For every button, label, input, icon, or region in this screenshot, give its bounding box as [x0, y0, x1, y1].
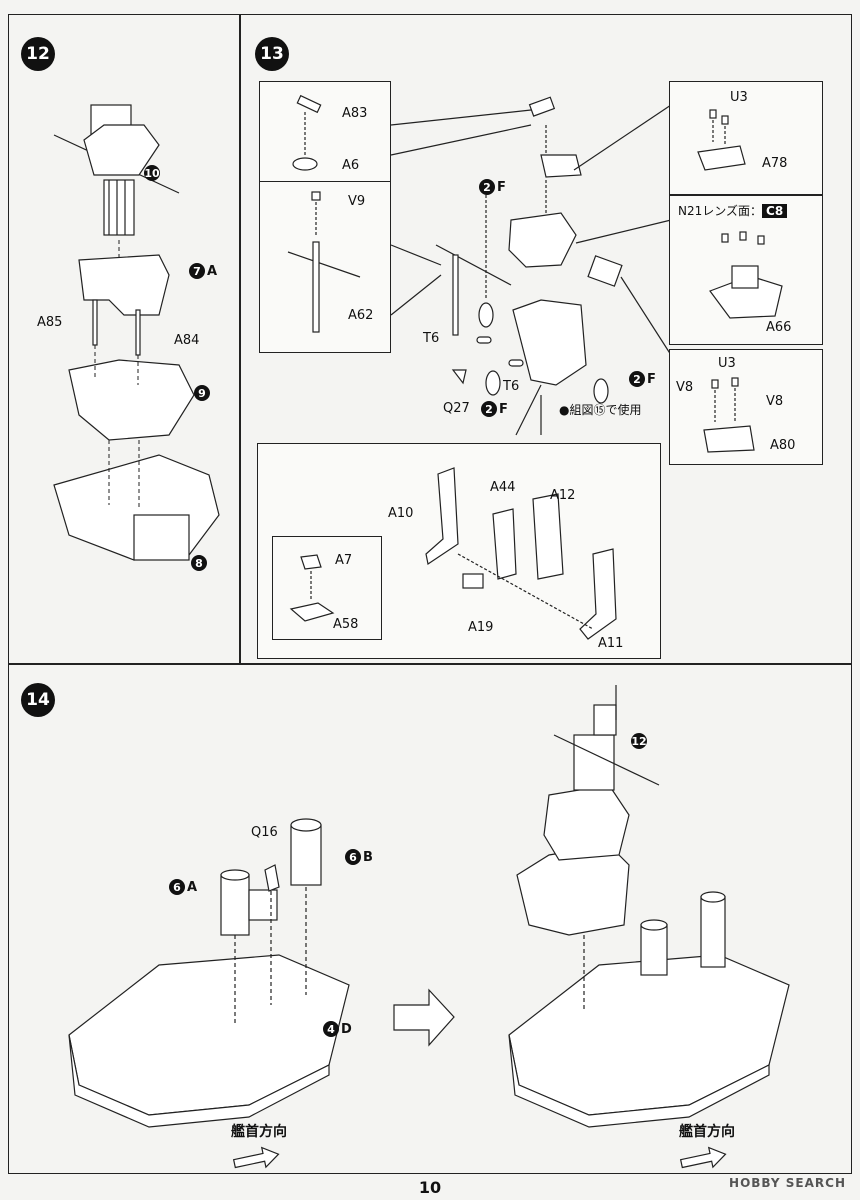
box-a80: U3 V8 V8 A80 [669, 349, 823, 465]
bow-direction-left: 艦首方向 [231, 1124, 287, 1140]
part-a80: A80 [770, 438, 796, 453]
part-a11: A11 [598, 636, 624, 651]
part-a10: A10 [388, 506, 414, 521]
part-v9: V9 [348, 194, 366, 209]
part-a58: A58 [333, 617, 359, 632]
part-a83: A83 [342, 106, 368, 121]
box-subassembly: A10 A44 A12 A19 A11 A7 A58 [257, 443, 661, 659]
lens-note: N21レンズ面：C8 [678, 202, 788, 219]
label-q27: Q27 [443, 401, 470, 416]
part-v8-a: V8 [676, 380, 694, 395]
step-12-badge: 12 [21, 37, 55, 71]
part-a62: A62 [348, 308, 374, 323]
part-a84: A84 [174, 333, 200, 348]
box-u3-a78: U3 A78 [669, 81, 823, 195]
step-14-ref-12: 12 [631, 733, 647, 749]
part-a44: A44 [490, 480, 516, 495]
part-a6: A6 [342, 158, 360, 173]
label-t6-a: T6 [423, 331, 440, 346]
box-a66: N21レンズ面：C8 A66 [669, 195, 823, 345]
step-13-drawing [390, 96, 672, 436]
step-12-ref-9: 9 [194, 385, 212, 401]
part-v8-b: V8 [766, 394, 784, 409]
box-a7-a58: A7 A58 [272, 536, 382, 640]
label-t6-b: T6 [503, 379, 520, 394]
watermark: HOBBY SEARCH [729, 1176, 846, 1190]
part-a66: A66 [766, 320, 792, 335]
step-14-drawing [68, 685, 790, 1169]
step-13-badge: 13 [255, 37, 289, 71]
part-q16: Q16 [251, 825, 278, 840]
step-12-ref-10: 10 [144, 165, 160, 181]
lens-code: C8 [762, 204, 788, 218]
page-number: 10 [418, 1178, 442, 1197]
step-14-badge: 14 [21, 683, 55, 717]
part-u3: U3 [730, 90, 748, 105]
part-a85: A85 [37, 315, 63, 330]
part-a19: A19 [468, 620, 494, 635]
part-a78: A78 [762, 156, 788, 171]
step-13-panel: 13 A83 A6 V9 A62 [240, 14, 852, 664]
step-14-panel: 14 [8, 664, 852, 1174]
box-a83-a6: A83 A6 [259, 81, 391, 185]
step-12-ref-8: 8 [191, 555, 209, 571]
box-v9-a62: V9 A62 [259, 181, 391, 353]
step-12-drawing [53, 104, 220, 561]
note-used-step15: ●組図⑮で使用 [559, 403, 642, 417]
part-a12: A12 [550, 488, 576, 503]
part-a7: A7 [335, 553, 353, 568]
bow-direction-right: 艦首方向 [679, 1124, 735, 1140]
part-u3-b: U3 [718, 356, 736, 371]
